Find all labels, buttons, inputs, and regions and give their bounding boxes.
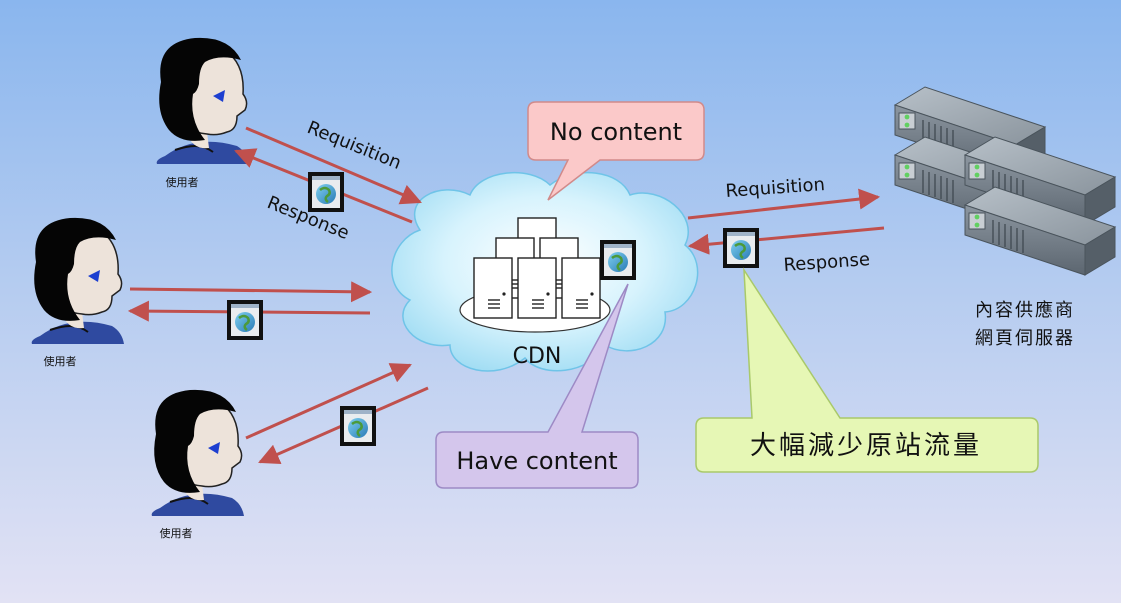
traffic-reduction-callout [695, 267, 1039, 473]
cdn-server [517, 257, 557, 319]
user-3-label: 使用者 [160, 527, 193, 540]
no-content-text: No content [550, 118, 682, 146]
origin-server-racks [894, 86, 1116, 276]
user-1-avatar [155, 36, 250, 165]
requisition-label: Requisition [304, 117, 404, 174]
response-page-icon [306, 170, 346, 214]
cdn-server [473, 257, 513, 319]
arrow-cdn-request [687, 188, 881, 220]
arrow-user1-request [245, 126, 422, 205]
traffic-reduction-text: 大幅減少原站流量 [750, 431, 982, 461]
cdn-cached-page-icon [598, 238, 638, 282]
server-response-label: Response [783, 249, 871, 276]
user-2-avatar [30, 216, 126, 345]
have-content-callout [435, 283, 639, 489]
origin-page-icon [721, 226, 761, 270]
cdn-label: CDN [513, 344, 562, 369]
have-content-text: Have content [456, 447, 617, 475]
server-requisition-label: Requisition [725, 174, 826, 202]
arrow-origin-response [687, 226, 885, 255]
origin-server-label-line2: 網頁伺服器 [975, 328, 1075, 349]
response-page-icon [338, 404, 378, 448]
arrow-user3-request [245, 363, 412, 440]
no-content-callout [527, 101, 705, 201]
response-page-icon [225, 298, 265, 342]
cdn-server [561, 257, 601, 319]
user-3-avatar [150, 388, 245, 517]
user-2-label: 使用者 [44, 355, 77, 368]
arrow-user2-request [129, 281, 373, 303]
user-1-label: 使用者 [166, 176, 199, 189]
origin-server-label-line1: 內容供應商 [975, 299, 1075, 321]
